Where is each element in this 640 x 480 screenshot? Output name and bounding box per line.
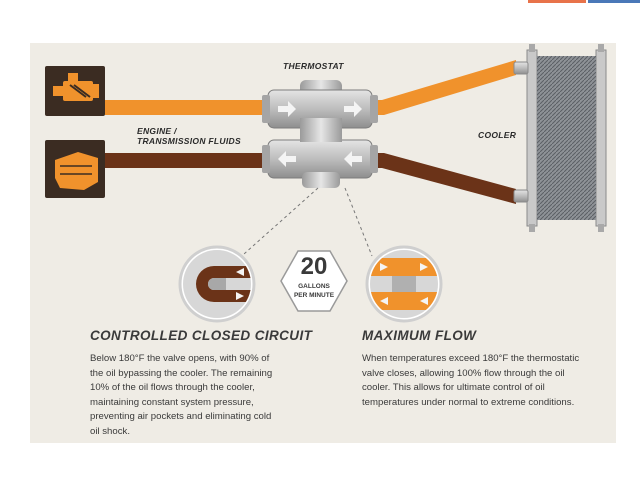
engine-label-line2: TRANSMISSION FLUIDS: [137, 136, 241, 146]
engine-icon: [45, 66, 105, 116]
arrow-icon: [344, 101, 362, 117]
arrow-icon: [278, 101, 296, 117]
connector-max-flow: [344, 187, 373, 257]
flow-rate-badge: [280, 250, 348, 312]
max-flow-detail: [365, 245, 443, 323]
max-flow-body: When temperatures exceed 180°F the therm…: [362, 353, 580, 408]
cooler-label: COOLER: [478, 130, 517, 140]
top-accent-blue: [588, 0, 640, 3]
max-flow-title: MAXIMUM FLOW: [362, 328, 477, 343]
thermostat-valve: [262, 80, 378, 188]
flow-rate-unit-line2: PER MINUTE: [293, 292, 335, 299]
closed-circuit-title: CONTROLLED CLOSED CIRCUIT: [90, 328, 313, 343]
hot-line-engine: [105, 100, 269, 115]
engine-label-line1: ENGINE /: [137, 126, 177, 136]
cool-line-cooler: [372, 153, 516, 204]
closed-circuit-body: Below 180°F the valve opens, with 90% of…: [90, 353, 273, 437]
top-accent-orange: [528, 0, 586, 3]
flow-rate-value: 20: [300, 253, 328, 280]
connector-closed-circuit: [243, 187, 319, 255]
radiator-icon: [513, 44, 607, 232]
thermostat-label: THERMOSTAT: [283, 61, 344, 71]
closed-circuit-detail: [178, 245, 256, 323]
cool-line-engine: [105, 153, 269, 168]
flow-rate-unit-line1: GALLONS: [298, 283, 330, 290]
transmission-icon: [45, 140, 105, 198]
hot-line-cooler: [372, 60, 516, 115]
arrow-icon: [344, 151, 362, 167]
arrow-icon: [278, 151, 296, 167]
